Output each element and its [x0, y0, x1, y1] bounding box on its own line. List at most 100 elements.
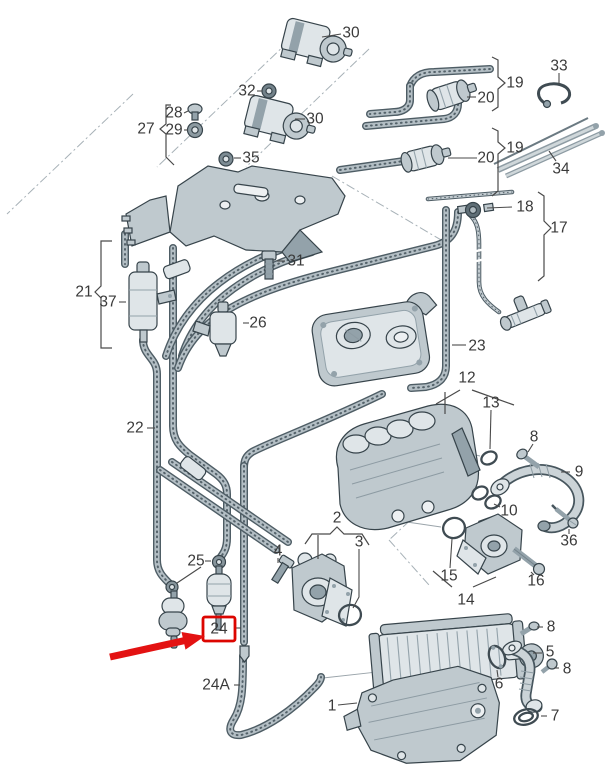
- part-label-20-lower[interactable]: 20: [477, 150, 495, 167]
- screw-8-cooler-side: [540, 658, 558, 674]
- part-label-34[interactable]: 34: [552, 161, 570, 178]
- throttle-valve-2: [291, 552, 353, 627]
- oring-15: [441, 516, 467, 540]
- part-label-12[interactable]: 12: [458, 370, 475, 387]
- hose-24-feed: [240, 390, 386, 472]
- part-label-16[interactable]: 16: [527, 573, 544, 590]
- mounting-bracket-plate: [121, 165, 346, 263]
- connector-18: [456, 201, 495, 219]
- part-label-8-cooler-side[interactable]: 8: [563, 661, 572, 678]
- clamp-33: [537, 82, 572, 109]
- part-label-32[interactable]: 32: [238, 83, 255, 100]
- part-label-21[interactable]: 21: [75, 284, 92, 301]
- part-label-13[interactable]: 13: [482, 395, 499, 412]
- part-label-33[interactable]: 33: [550, 58, 567, 75]
- bracket-2: [304, 526, 370, 559]
- part-label-22[interactable]: 22: [126, 420, 143, 437]
- annotations: [109, 615, 237, 661]
- hose-17-run: [468, 213, 502, 315]
- hose-break-marks: [471, 246, 491, 264]
- part-label-7[interactable]: 7: [551, 708, 560, 725]
- gasket-7: [513, 708, 539, 726]
- filter-37: [128, 261, 177, 343]
- part-label-4[interactable]: 4: [274, 543, 283, 560]
- part-label-8-manifold[interactable]: 8: [530, 429, 539, 446]
- part-label-37[interactable]: 37: [99, 294, 116, 311]
- hose-junction-sleeves: [162, 259, 207, 481]
- damper-bottom-mid: [206, 565, 232, 631]
- bracket-21: [94, 240, 112, 349]
- pipe-5: [501, 640, 543, 713]
- t-connector-17: [499, 295, 552, 331]
- part-label-30-top[interactable]: 30: [342, 25, 360, 42]
- part-label-24[interactable]: 24: [210, 621, 228, 638]
- bracket-19-upper: [491, 56, 506, 112]
- valve-cover-23: [311, 292, 438, 387]
- bracket-27: [159, 104, 175, 166]
- part-label-9[interactable]: 9: [575, 464, 584, 481]
- part-label-30-mid[interactable]: 30: [306, 111, 324, 128]
- egr-pipe-9: [490, 462, 585, 534]
- part-label-19-upper[interactable]: 19: [506, 75, 523, 92]
- egr-valve-14: [456, 513, 523, 575]
- bolt-4: [271, 554, 295, 585]
- part-label-18[interactable]: 18: [516, 199, 533, 216]
- part-label-8-cooler-top[interactable]: 8: [547, 619, 556, 636]
- part-label-35[interactable]: 35: [242, 150, 259, 167]
- bracket-17: [537, 191, 552, 282]
- intake-manifold-12: [335, 403, 481, 531]
- nut-35: [218, 151, 234, 167]
- leader-lines: [119, 33, 570, 717]
- damper-20-lower: [400, 144, 452, 173]
- bolt-8-cooler-top: [519, 621, 540, 637]
- part-label-23[interactable]: 23: [468, 338, 485, 355]
- red-highlight-box[interactable]: [201, 615, 237, 643]
- oring-13: [480, 450, 498, 466]
- part-label-5[interactable]: 5: [546, 644, 555, 661]
- part-label-20-upper[interactable]: 20: [477, 90, 495, 107]
- grouping-brackets: [94, 56, 552, 588]
- nut-29: [186, 121, 204, 139]
- bolt-28: [187, 103, 203, 121]
- part-label-31[interactable]: 31: [287, 253, 304, 270]
- part-label-25[interactable]: 25: [187, 553, 204, 570]
- part-label-27[interactable]: 27: [137, 121, 154, 138]
- grommet-25-left: [165, 580, 179, 594]
- hose-diagonal-a: [156, 466, 280, 554]
- part-label-24A[interactable]: 24A: [202, 677, 230, 694]
- bracket-12: [435, 389, 515, 414]
- part-label-17[interactable]: 17: [550, 220, 567, 237]
- damper-20-upper: [426, 79, 477, 112]
- hose-second-column: [169, 244, 231, 562]
- screw-36: [551, 504, 579, 529]
- part-label-2[interactable]: 2: [333, 510, 342, 527]
- egr-cooler-assembly-1: [343, 613, 544, 764]
- bolt-16: [512, 546, 546, 576]
- valve-26: [192, 301, 237, 357]
- part-label-36[interactable]: 36: [560, 533, 577, 550]
- hose-right-vertical: [174, 208, 462, 372]
- part-label-19-lower[interactable]: 19: [506, 140, 523, 157]
- solenoid-valve-30-top: [280, 17, 353, 68]
- part-label-29[interactable]: 29: [165, 122, 182, 139]
- part-label-28[interactable]: 28: [165, 105, 182, 122]
- red-arrow-annotation: [109, 632, 205, 661]
- part-number-callouts: 3032302829273533192019203418173121372623…: [75, 25, 583, 725]
- part-label-14[interactable]: 14: [457, 592, 475, 609]
- oring-3: [337, 603, 363, 627]
- hose-top-zig-4: [336, 157, 408, 174]
- hose-18-line: [425, 189, 515, 202]
- part-label-15[interactable]: 15: [440, 568, 457, 585]
- part-label-1[interactable]: 1: [328, 698, 337, 715]
- part-label-10[interactable]: 10: [500, 503, 518, 520]
- gasket-10: [471, 485, 502, 510]
- nut-32: [261, 83, 277, 99]
- hose-24A: [226, 652, 325, 740]
- part-label-3[interactable]: 3: [355, 534, 364, 551]
- part-label-26[interactable]: 26: [249, 315, 266, 332]
- hose-left-column: [139, 336, 173, 587]
- bolt-31: [261, 250, 277, 280]
- part-label-6[interactable]: 6: [495, 676, 504, 693]
- cable-ties-34: [493, 117, 605, 179]
